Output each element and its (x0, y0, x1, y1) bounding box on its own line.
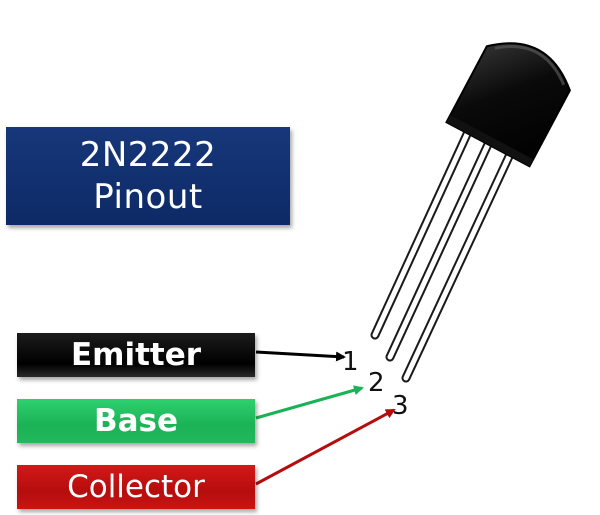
collector-label: Collector (17, 465, 255, 509)
emitter-label: Emitter (17, 333, 255, 377)
base-arrow (255, 385, 364, 420)
title-pinout: Pinout (93, 177, 203, 217)
pin-number-3: 3 (392, 391, 409, 421)
base-label: Base (17, 399, 255, 443)
lead-1 (370, 127, 473, 340)
collector-arrow (255, 408, 396, 486)
pin-number-1: 1 (342, 347, 359, 377)
transistor-leads (370, 127, 517, 383)
emitter-arrow (255, 350, 346, 362)
transistor-body (445, 42, 571, 168)
title-box: 2N2222 Pinout (6, 127, 290, 225)
title-part-number: 2N2222 (79, 135, 217, 175)
pin-number-2: 2 (368, 368, 385, 398)
lead-3 (401, 145, 517, 383)
lead-2 (385, 135, 495, 362)
